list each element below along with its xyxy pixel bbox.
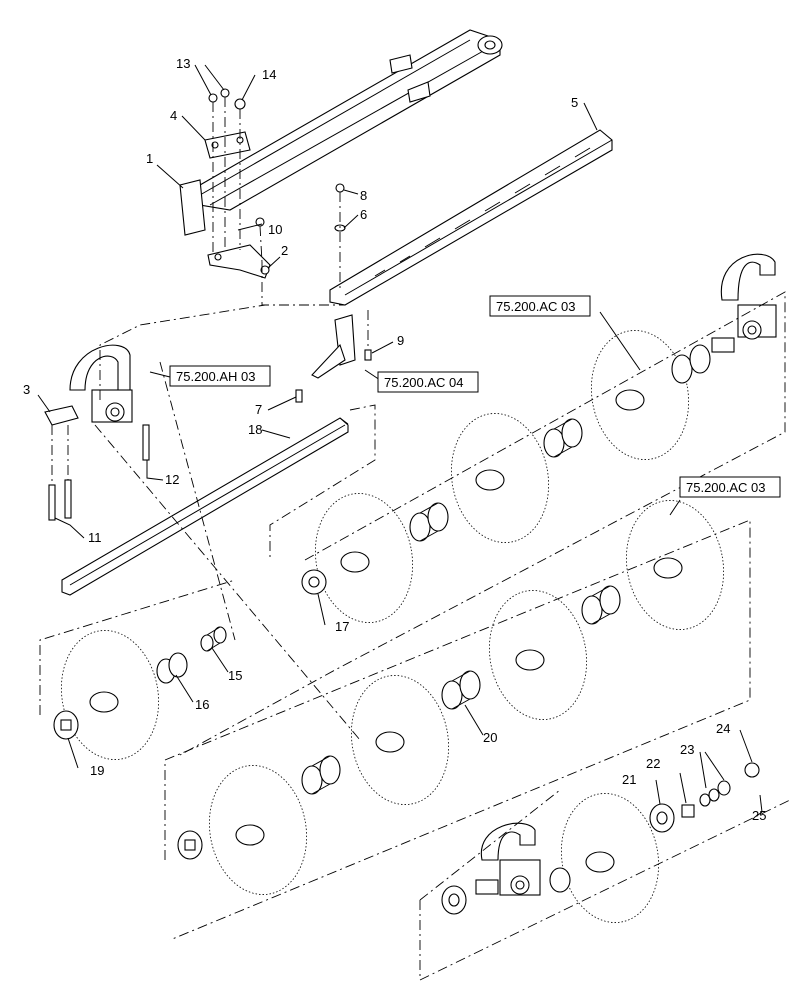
callout-8: 8	[360, 188, 367, 203]
callout-10: 10	[268, 222, 282, 237]
reference-ac03-lower-label: 75.200.AC 03	[686, 480, 766, 495]
right-bottom-bearing-hanger	[441, 822, 571, 915]
spacer-spools	[156, 344, 711, 795]
bolt-8-washer-6	[334, 183, 346, 290]
reference-ac03-lower: 75.200.AC 03	[679, 476, 781, 498]
callout-25: 25	[752, 808, 766, 823]
callout-numbers: 1 2 3 4 5 6 7 8 9 10 11 12 13 14 15 16 1…	[23, 56, 766, 823]
callout-23: 23	[680, 742, 694, 757]
callout-20: 20	[483, 730, 497, 745]
end-hardware-21-25	[649, 762, 763, 833]
right-top-bearing-hanger	[711, 253, 777, 353]
gang-boundary-lines	[39, 291, 791, 981]
bolts-11-12	[48, 424, 150, 521]
reference-ac03-upper: 75.200.AC 03	[489, 295, 591, 317]
nuts-13-14	[208, 88, 246, 255]
reference-ac04: 75.200.AC 04	[377, 371, 479, 393]
callout-22: 22	[646, 756, 660, 771]
callout-1: 1	[146, 151, 153, 166]
callout-13: 13	[176, 56, 190, 71]
callout-5: 5	[571, 95, 578, 110]
callout-15: 15	[228, 668, 242, 683]
callout-12: 12	[165, 472, 179, 487]
mounting-plate-lower	[207, 244, 271, 279]
callout-2: 2	[281, 243, 288, 258]
reference-ah03-label: 75.200.AH 03	[176, 369, 256, 384]
mounting-plate-upper	[204, 131, 251, 159]
frame-beam	[179, 29, 503, 236]
callout-17: 17	[335, 619, 349, 634]
callout-4: 4	[170, 108, 177, 123]
callout-24: 24	[716, 721, 730, 736]
callout-18: 18	[248, 422, 262, 437]
callout-9: 9	[397, 333, 404, 348]
bracket-3	[44, 405, 79, 426]
reference-ac03-upper-label: 75.200.AC 03	[496, 299, 576, 314]
reference-ac04-label: 75.200.AC 04	[384, 375, 464, 390]
nut-10	[255, 217, 265, 263]
end-washers	[53, 569, 327, 860]
leader-lines	[37, 64, 763, 816]
callout-7: 7	[255, 402, 262, 417]
callout-6: 6	[360, 207, 367, 222]
disc-blades	[61, 330, 724, 923]
callout-14: 14	[262, 67, 276, 82]
callout-3: 3	[23, 382, 30, 397]
callout-21: 21	[622, 772, 636, 787]
scraper-bracket	[295, 310, 372, 403]
gang-axle	[61, 417, 349, 596]
reference-ah03: 75.200.AH 03	[169, 365, 271, 387]
callout-11: 11	[88, 530, 102, 545]
callout-16: 16	[195, 697, 209, 712]
callout-19: 19	[90, 763, 104, 778]
gang-bar	[329, 129, 613, 306]
left-bearing-hanger	[69, 344, 133, 423]
